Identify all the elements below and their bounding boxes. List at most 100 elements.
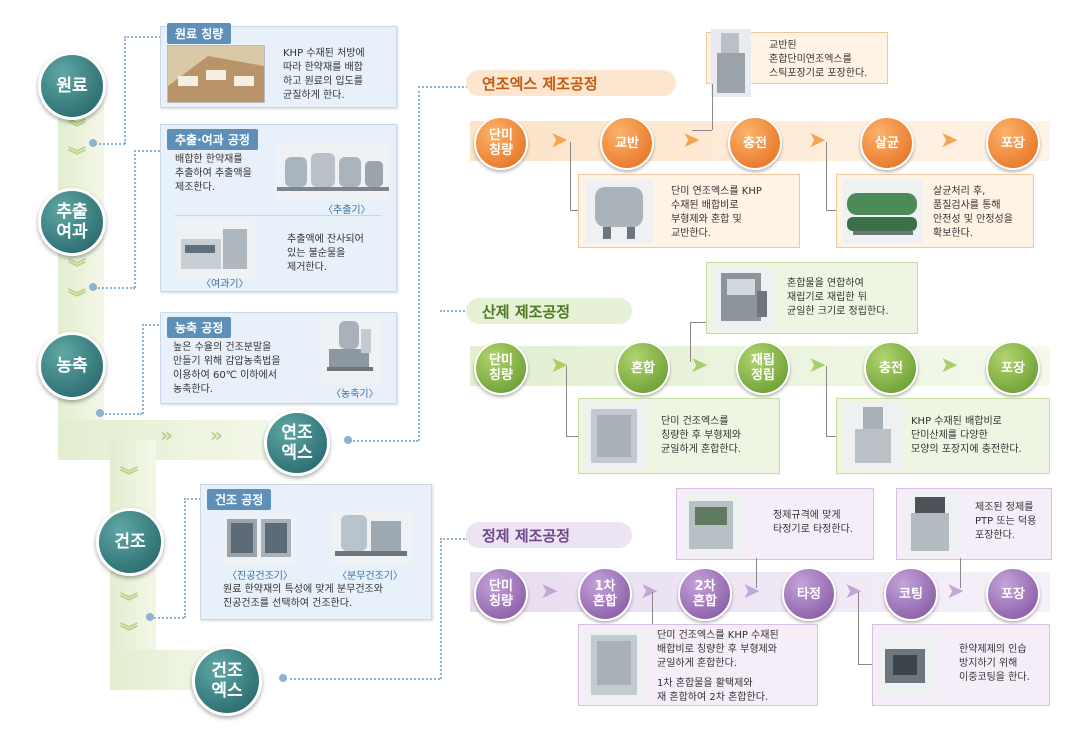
connector-dot (344, 436, 352, 444)
card-raw-weighing: 원료 칭량 KHP 수재된 처방에 따라 한약재를 배합 하고 원료의 입도를 … (160, 23, 397, 108)
card-tag: 원료 칭량 (167, 23, 232, 44)
card-tag: 농축 공정 (167, 317, 232, 338)
caption-vacuum-dryer: 〈진공건조기〉 (227, 571, 293, 582)
caption-filter: 〈여과기〉 (201, 279, 249, 290)
powder-bottom-box-1: 단미 건조엑스를 칭량한 후 부형제와 균일하게 혼합한다. (578, 398, 780, 474)
powder-node-fill: 충전 (864, 341, 918, 395)
filler-photo (843, 403, 903, 469)
chevron-down-icon: ︾ (120, 592, 138, 613)
box-text: 살균처리 후, 품질검사를 통해 안전성 및 안정성을 확보한다. (933, 186, 1013, 239)
tablet-node-compress: 타정 (782, 567, 836, 621)
arrow-right-icon: ➤ (742, 579, 761, 604)
tablet-top-box-2: 제조된 정제를 PTP 또는 덕용 포장한다. (896, 488, 1052, 560)
soft-node-sterilize: 살균 (860, 116, 914, 170)
connector-dot (89, 283, 97, 291)
box-text: 교반된 혼합단미연조엑스를 스틱포장기로 포장한다. (769, 40, 868, 79)
soft-node-fill: 충전 (728, 116, 782, 170)
arrow-right-icon: ➤ (946, 579, 965, 604)
powder-node-mix: 혼합 (616, 341, 670, 395)
ptp-packer-photo (903, 493, 959, 555)
tablet-node-pack: 포장 (986, 567, 1040, 621)
title-soft-extract-line: 연조엑스 제조공정 (466, 70, 676, 96)
card-text: KHP 수재된 처방에 따라 한약재를 배합 하고 원료의 입도를 균질하게 한… (283, 48, 365, 101)
powder-bottom-box-2: KHP 수재된 배합비로 단미산제를 다양한 모양의 포장지에 충전한다. (836, 398, 1050, 474)
soft-bottom-box-1: 단미 연조엑스를 KHP 수재된 배합비로 부형제와 혼합 및 교반한다. (578, 174, 800, 248)
arrow-right-icon: ➤ (808, 353, 827, 378)
box-text: 단미 연조엑스를 KHP 수재된 배합비로 부형제와 혼합 및 교반한다. (671, 186, 762, 239)
connector-dot (96, 409, 104, 417)
soft-top-box: 교반된 혼합단미연조엑스를 스틱포장기로 포장한다. (706, 29, 888, 97)
caption-spray-dryer: 〈분무건조기〉 (337, 571, 403, 582)
soft-bottom-box-2: 살균처리 후, 품질검사를 통해 안전성 및 안정성을 확보한다. (836, 174, 1034, 248)
arrow-right-icon: ➤ (844, 579, 863, 604)
soft-node-pack: 포장 (986, 116, 1040, 170)
node-raw: 원료 (38, 52, 106, 120)
connector-dot (89, 139, 97, 147)
box-text: KHP 수재된 배합비로 단미산제를 다양한 모양의 포장지에 충전한다. (911, 416, 1022, 455)
arrow-right-icon: ➤ (808, 128, 827, 153)
card-tag: 건조 공정 (207, 489, 272, 510)
chevron-down-icon: ︾ (68, 146, 86, 167)
card-text: 추출액에 잔사되어 있는 불순물을 제거한다. (287, 234, 364, 273)
box-text: 혼합물을 연합하여 재립기로 재립한 뒤 균일한 크기로 정립한다. (787, 278, 889, 317)
title-tablet-line: 정제 제조공정 (466, 522, 632, 548)
box-text: 제조된 정제를 PTP 또는 덕용 포장한다. (975, 502, 1037, 541)
arrow-right-icon: ➤ (540, 579, 559, 604)
spray-dryer-photo (331, 511, 411, 565)
flow-band-horizontal (58, 420, 268, 460)
arrow-right-icon: ➤ (690, 353, 709, 378)
card-text: 원료 한약재의 특성에 맞게 분무건조와 진공건조를 선택하여 건조한다. (223, 584, 383, 609)
tablet-node-coat: 코팅 (884, 567, 938, 621)
tablet-top-box-1: 정제규격에 맞게 타정기로 타정한다. (676, 488, 874, 560)
chevron-down-icon: ︾ (68, 288, 86, 309)
chevron-right-icon: » (210, 423, 223, 447)
chevron-down-icon: ︾ (120, 466, 138, 487)
herb-tray-photo (167, 45, 265, 103)
chevron-down-icon: ︾ (120, 622, 138, 643)
box-text: 정제규격에 맞게 타정기로 타정한다. (773, 510, 853, 535)
box-text: 단미 건조엑스를 KHP 수재된 배합비로 칭량한 후 부형제와 균일하게 혼합… (657, 630, 779, 703)
card-concentrate: 농축 공정 높은 수율의 건조분말을 만들기 위해 감압농축법을 이용하여 60… (160, 312, 397, 404)
arrow-right-icon: ➤ (940, 128, 959, 153)
card-text: 높은 수율의 건조분말을 만들기 위해 감압농축법을 이용하여 60℃ 이하에서… (173, 342, 281, 395)
concentrator-photo (321, 315, 381, 385)
card-dry: 건조 공정 〈진공건조기〉 〈분무건조기〉 원료 한약재의 특성에 맞게 분무건… (200, 484, 432, 620)
filter-photo (175, 221, 255, 279)
chevron-down-icon: ︾ (68, 258, 86, 279)
arrow-right-icon: ➤ (640, 579, 659, 604)
sterilizer-photo (843, 179, 923, 243)
connector-dot (146, 613, 154, 621)
vacuum-dryer-photo (223, 513, 297, 565)
title-powder-line: 산제 제조공정 (466, 298, 632, 324)
mixer-photo (585, 179, 653, 243)
divider (175, 215, 381, 216)
chevron-right-icon: » (160, 423, 173, 447)
caption-concentrator: 〈농축기〉 (331, 389, 379, 400)
coater-photo (879, 633, 935, 695)
chevron-down-icon: ︾ (68, 118, 86, 139)
tablet-mixer-photo (585, 629, 645, 701)
node-dry: 건조 (96, 508, 164, 576)
card-tag: 추출·여과 공정 (167, 129, 258, 150)
mixer-cabinet-photo (585, 403, 645, 469)
tablet-line-bar (470, 572, 1050, 612)
arrow-right-icon: ➤ (940, 353, 959, 378)
tablet-press-photo (683, 493, 743, 555)
connector-dot (279, 674, 287, 682)
card-text: 배합한 한약재를 추출하여 추출액을 제조한다. (175, 154, 252, 193)
caption-extractor: 〈추출기〉 (323, 205, 371, 216)
tablet-bottom-box-1: 단미 건조엑스를 KHP 수재된 배합비로 칭량한 후 부형제와 균일하게 혼합… (578, 624, 818, 706)
arrow-right-icon: ➤ (550, 353, 569, 378)
stick-packer-photo (711, 29, 751, 97)
powder-node-pack: 포장 (986, 341, 1040, 395)
box-text: 한약제제의 인습 방지하기 위해 이중코팅을 한다. (959, 644, 1030, 683)
box-text: 단미 건조엑스를 칭량한 후 부형제와 균일하게 혼합한다. (661, 416, 741, 455)
